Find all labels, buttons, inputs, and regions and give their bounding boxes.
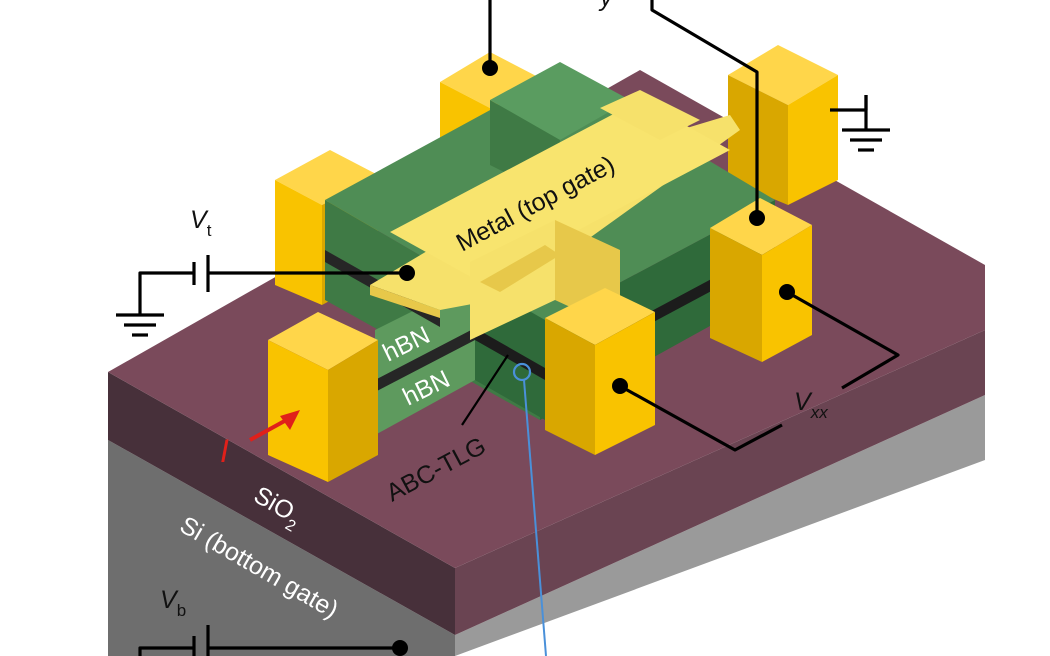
label-vxy-partial: y: [598, 0, 614, 12]
contact-dot-vb: [392, 640, 408, 656]
label-vxx: Vxx: [794, 388, 828, 422]
sio2-layer-side: [455, 330, 985, 635]
current-arrow: [249, 410, 300, 442]
metal-top-gate: [370, 90, 740, 340]
abc-tlg-stripe-front: [375, 328, 475, 392]
wire-vb: [138, 646, 194, 656]
zoom-marker: [512, 362, 532, 382]
label-current: I: [220, 433, 229, 469]
zoom-line: [523, 379, 547, 656]
front-contact-middle: [545, 288, 655, 455]
label-vt: Vt: [190, 206, 212, 240]
si-layer-side: [455, 395, 985, 656]
sio2-layer-front: [108, 372, 455, 635]
label-vb: Vb: [160, 586, 186, 620]
si-layer-front: [108, 440, 455, 656]
wire-vxx-left: [619, 384, 783, 452]
wire-vxx-right: [786, 290, 900, 390]
wire-vxy: [650, 0, 759, 218]
back-contact-right: [728, 45, 838, 205]
wiring: [116, 0, 900, 656]
front-contact-right: [710, 198, 812, 362]
front-contact-left: [268, 312, 378, 482]
contact-dot-right-front: [749, 210, 765, 226]
abc-tlg-pointer: [461, 354, 509, 426]
contact-dot-top: [482, 60, 498, 76]
